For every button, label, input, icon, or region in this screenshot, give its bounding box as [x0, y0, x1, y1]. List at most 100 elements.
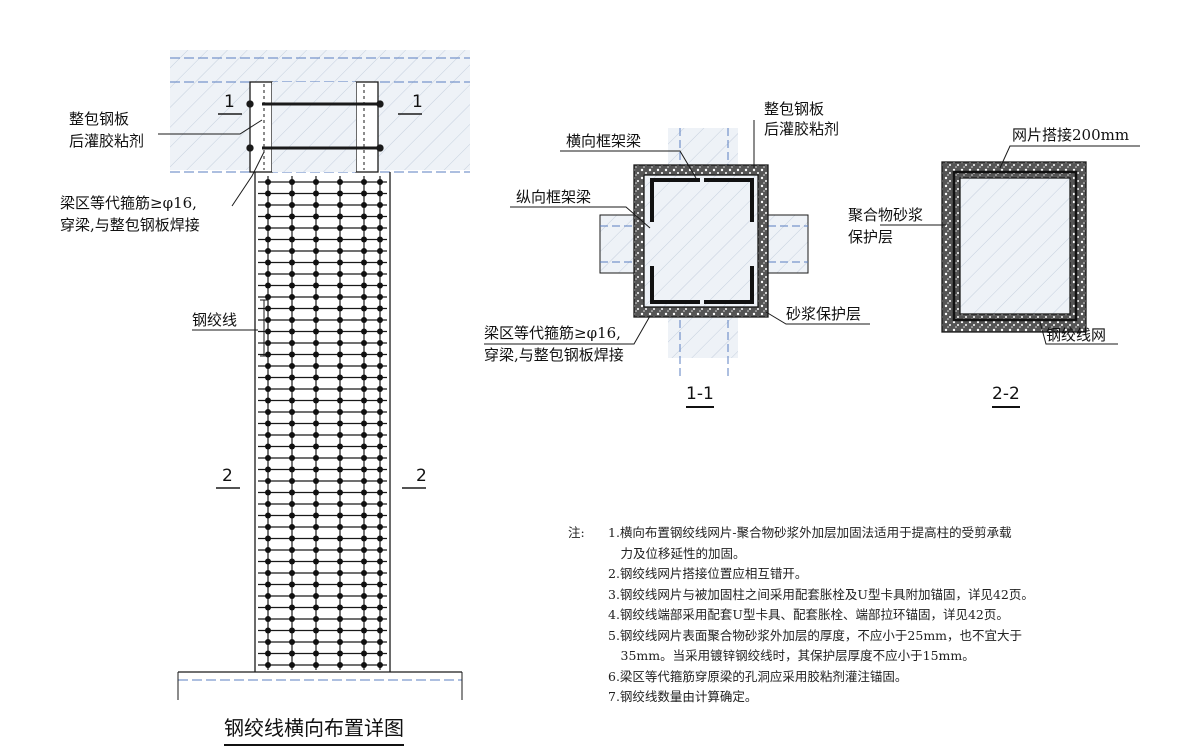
strand-node [337, 409, 343, 415]
strand-node [377, 489, 383, 496]
strand-node [337, 443, 343, 450]
strand-node [361, 466, 367, 473]
section-mark-2-left: 2 [222, 466, 233, 486]
strand-node [265, 581, 271, 588]
note-item: 力及位移延性的加固。 [608, 545, 746, 561]
strand-node [361, 248, 367, 254]
strand-node [313, 271, 319, 277]
strand-node [313, 489, 319, 496]
strand-node [337, 489, 343, 496]
strand-node [313, 616, 319, 622]
strand-node [337, 397, 343, 404]
strand-node [313, 593, 319, 599]
strand-node [377, 662, 383, 668]
strand-node [265, 604, 271, 611]
strand-node [265, 271, 271, 277]
strand-node [265, 420, 271, 427]
strand-node [313, 190, 319, 197]
strand-node [265, 558, 271, 565]
steel-jacket [246, 81, 384, 173]
strand-node [377, 294, 383, 300]
strand-node [313, 478, 319, 484]
strand-node [377, 328, 383, 335]
label-mortar-layer: 砂浆保护层 [786, 305, 862, 323]
strand-node [289, 466, 295, 473]
strand-node [361, 581, 367, 588]
strand-node [265, 524, 271, 530]
strand-node [313, 202, 319, 208]
strand-node [313, 524, 319, 530]
strand-node [313, 535, 319, 542]
strand-node [337, 236, 343, 243]
strand-node [289, 662, 295, 668]
strand-node [289, 524, 295, 530]
strand-node [289, 420, 295, 427]
strand-node [337, 351, 343, 358]
strand-node [313, 443, 319, 450]
strand-node [265, 374, 271, 381]
strand-node [337, 363, 343, 369]
strand-node [361, 524, 367, 530]
strand-node [337, 317, 343, 323]
strand-node [289, 248, 295, 254]
strand-node [377, 420, 383, 427]
strand-node [289, 236, 295, 243]
strand-node [377, 213, 383, 220]
strand-node [313, 409, 319, 415]
strand-node [265, 236, 271, 243]
strand-node [361, 627, 367, 634]
strand-node [361, 593, 367, 599]
strand-node [313, 213, 319, 220]
strand-node [337, 627, 343, 634]
strand-node [337, 650, 343, 657]
strand-node [337, 259, 343, 266]
strand-node [337, 294, 343, 300]
strand-node [337, 524, 343, 530]
label-stirrup-2: 穿梁,与整包钢板焊接 [60, 216, 200, 234]
strand-node [361, 386, 367, 392]
strand-node [361, 570, 367, 576]
strand-node [361, 662, 367, 668]
note-item: 6.梁区等代箍筋穿原梁的孔洞应采用胶粘剂灌注锚固。 [608, 668, 908, 684]
strand-node [265, 202, 271, 208]
strand-node [289, 616, 295, 622]
strand-node [337, 581, 343, 588]
strand-node [265, 466, 271, 473]
label-stirrup-1: 梁区等代箍筋≥φ16, [60, 194, 197, 212]
strand-node [289, 317, 295, 323]
strand-node [289, 627, 295, 634]
strand-node [265, 535, 271, 542]
strand-node [337, 616, 343, 622]
strand-node [377, 397, 383, 404]
strand-node [361, 639, 367, 645]
strand-node [289, 443, 295, 450]
strand-node [289, 374, 295, 381]
strand-node [361, 616, 367, 622]
section-2-2-drawing [941, 161, 1087, 333]
strand-node [377, 650, 383, 657]
strand-node [377, 524, 383, 530]
label-protect-layer: 保护层 [848, 228, 894, 246]
strand-node [377, 512, 383, 519]
strand-node [265, 512, 271, 519]
label-1-1-stirrup-1: 梁区等代箍筋≥φ16, [484, 324, 621, 342]
strand-node [377, 432, 383, 438]
strand-node [337, 512, 343, 519]
strand-node [377, 236, 383, 243]
strand-node [313, 397, 319, 404]
strand-node [337, 432, 343, 438]
strand-node [265, 248, 271, 254]
strand-node [377, 409, 383, 415]
strand-node [377, 443, 383, 450]
strand-node [313, 386, 319, 392]
strand-node [337, 455, 343, 461]
strand-node [313, 351, 319, 358]
strand-node [289, 386, 295, 392]
strand-node [361, 409, 367, 415]
strand-node [313, 305, 319, 312]
strand-node [289, 593, 295, 599]
strand-node [289, 271, 295, 277]
strand-node [337, 547, 343, 553]
strand-node [377, 616, 383, 622]
